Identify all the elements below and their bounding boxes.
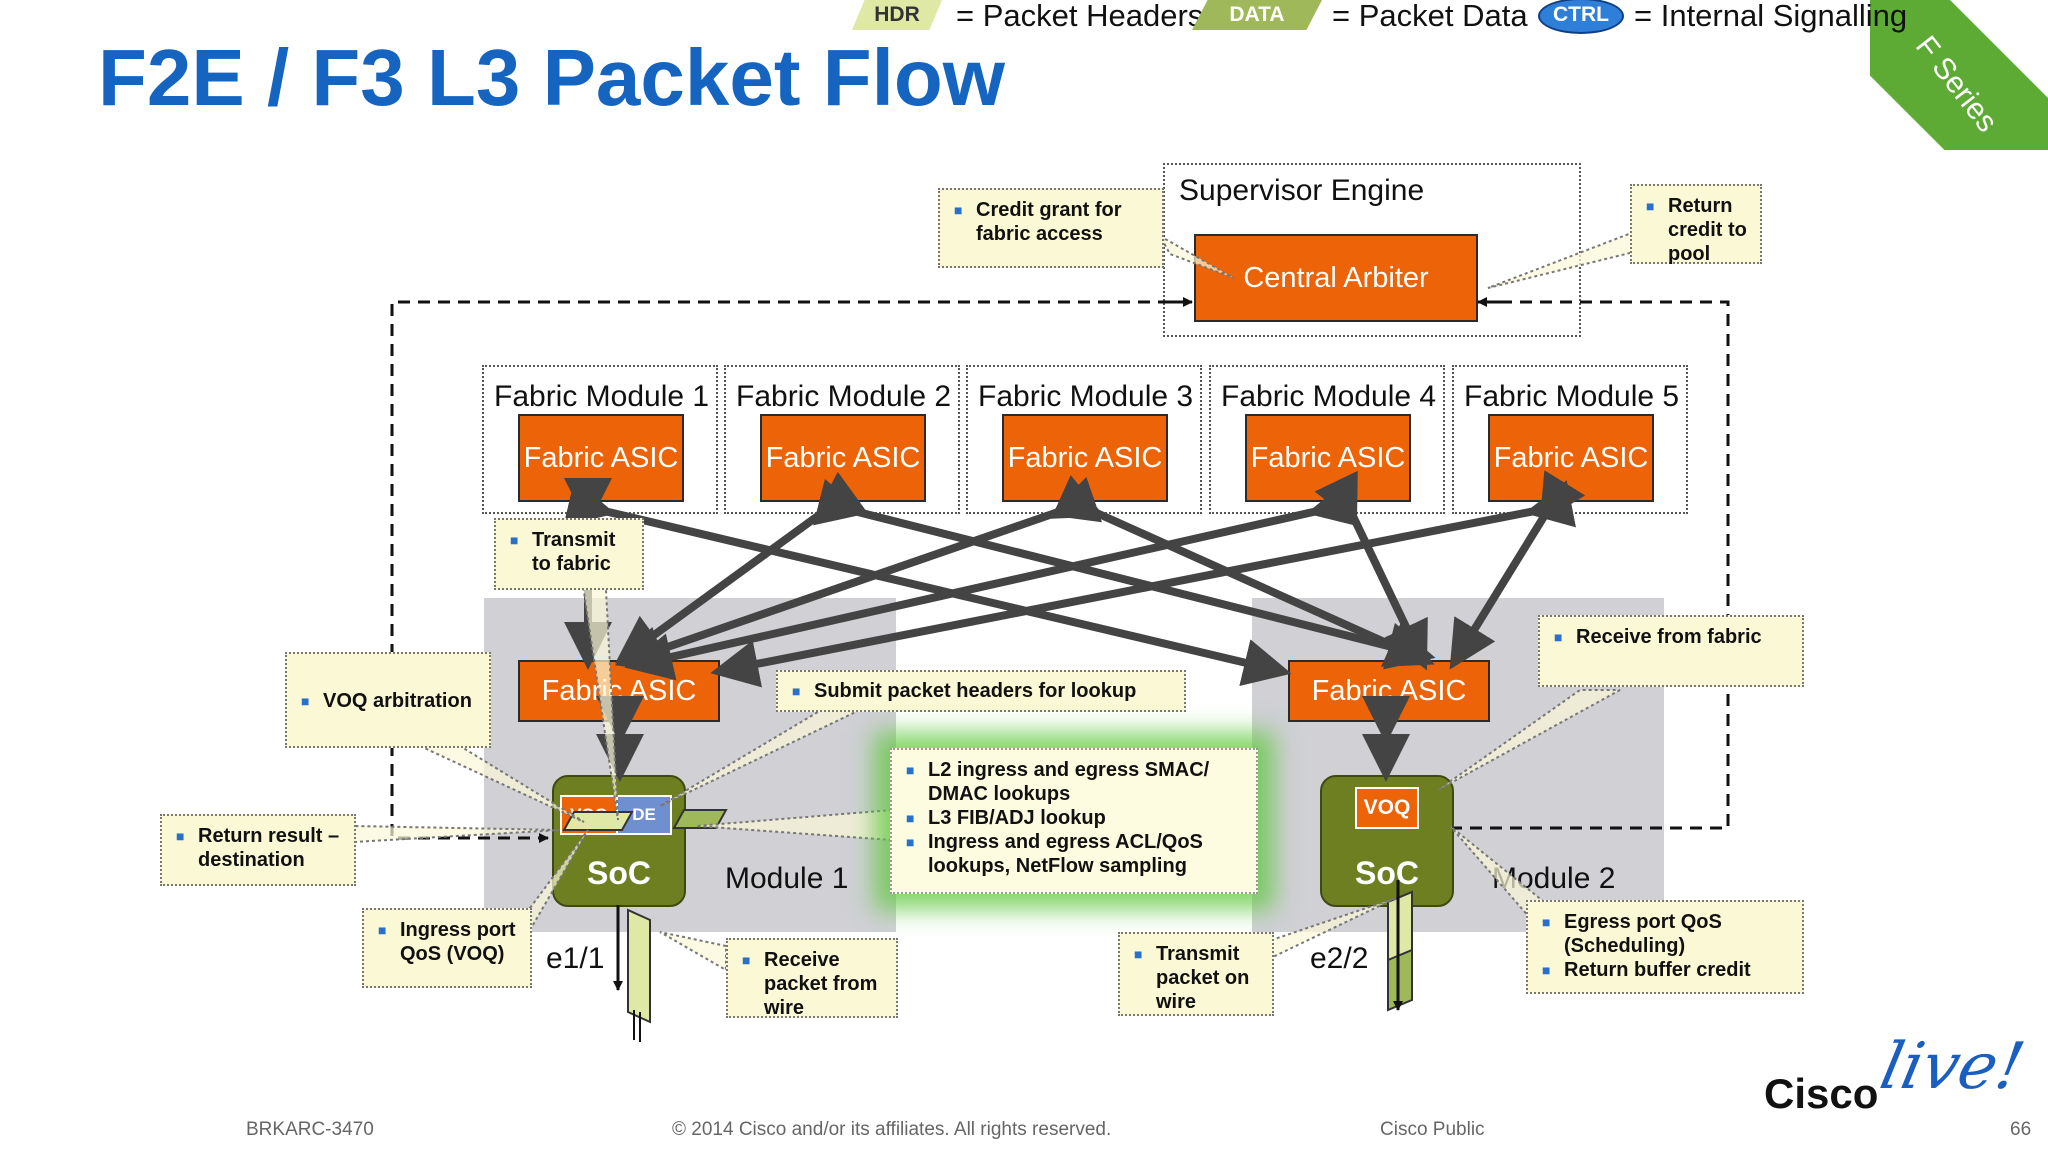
note-submit-headers: ■Submit packet headers for lookup	[776, 670, 1186, 712]
supervisor-engine-label: Supervisor Engine	[1179, 174, 1425, 207]
note-egress-qos: ■Egress port QoS (Scheduling) ■Return bu…	[1526, 900, 1804, 994]
fabric-module-4-label: Fabric Module 4	[1221, 380, 1437, 413]
logo-live-text: live!	[1874, 1030, 2031, 1104]
legend-data-chip: DATA	[1192, 0, 1322, 30]
legend-data-text: = Packet Data	[1332, 0, 1528, 33]
fabric-module-3-label: Fabric Module 3	[978, 380, 1194, 413]
module2-soc-label: SoC	[1355, 855, 1419, 891]
central-arbiter: Central Arbiter	[1194, 234, 1478, 322]
fabric-module-1-label: Fabric Module 1	[494, 380, 710, 413]
legend-ctrl-text: = Internal Signalling	[1634, 0, 1908, 33]
cisco-live-logo: Cisco live!	[1764, 1030, 2031, 1120]
note-voq-arbitration: ■VOQ arbitration	[285, 652, 491, 748]
note-receive-fabric: ■Receive from fabric	[1538, 615, 1804, 687]
fabric-module-2-label: Fabric Module 2	[736, 380, 952, 413]
legend-hdr-chip: HDR	[852, 0, 942, 30]
note-transmit-fabric: ■Transmit to fabric	[494, 518, 644, 590]
note-return-result: ■Return result – destination	[160, 814, 356, 886]
port-e1-1: e1/1	[546, 942, 605, 975]
module2-voq: VOQ	[1355, 787, 1419, 829]
module2-soc: SoC VOQ	[1320, 775, 1454, 907]
logo-cisco-text: Cisco	[1764, 1070, 1879, 1117]
port-e2-2: e2/2	[1310, 942, 1369, 975]
note-lookups: ■L2 ingress and egress SMAC/ DMAC lookup…	[890, 748, 1258, 894]
note-receive-wire: ■Receive packet from wire	[726, 938, 898, 1019]
module1-label: Module 1	[725, 862, 849, 895]
note-credit-grant: ■Credit grant for fabric access	[938, 188, 1164, 268]
module1-soc-label: SoC	[587, 855, 651, 891]
note-transmit-wire: ■Transmit packet on wire	[1118, 932, 1274, 1016]
page-number: 66	[2010, 1119, 2032, 1140]
legend-hdr-text: = Packet Headers	[956, 0, 1204, 33]
fabric-module-5-label: Fabric Module 5	[1464, 380, 1680, 413]
note-return-credit: ■Return credit to pool	[1630, 184, 1762, 265]
legend-ctrl-chip: CTRL	[1538, 0, 1624, 34]
slide-title: F2E / F3 L3 Packet Flow	[98, 33, 1005, 122]
footer-copyright: © 2014 Cisco and/or its affiliates. All …	[672, 1119, 1112, 1140]
footer-session: BRKARC-3470	[246, 1119, 374, 1140]
footer-classification: Cisco Public	[1380, 1119, 1485, 1140]
note-ingress-qos: ■Ingress port QoS (VOQ)	[362, 908, 532, 988]
